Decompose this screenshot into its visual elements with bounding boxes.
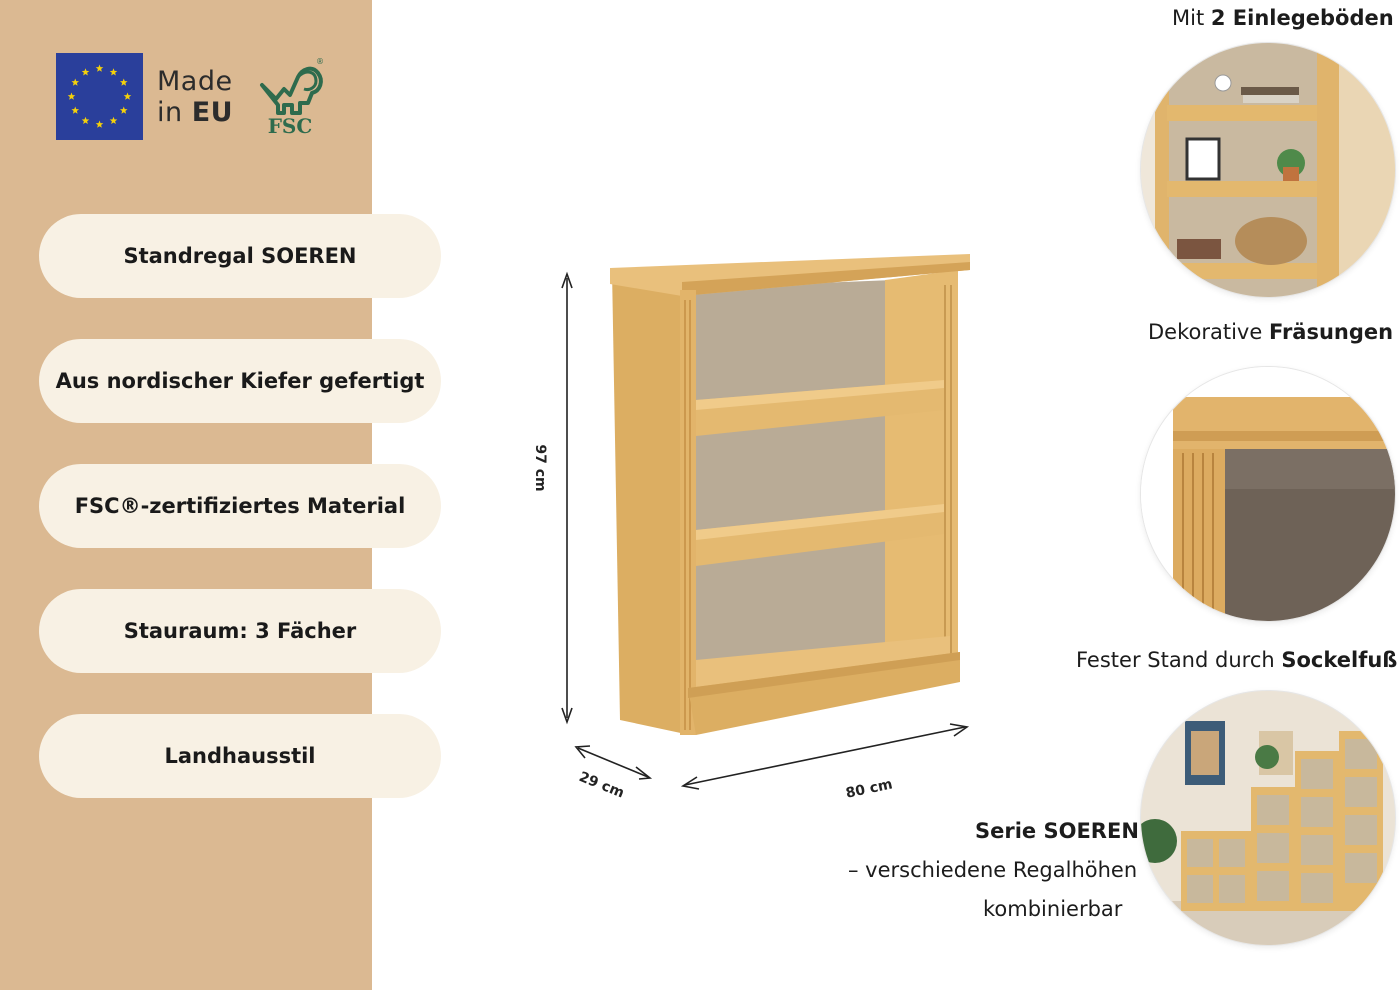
shelf-left-side [612, 270, 690, 735]
eu-flag-icon [56, 53, 143, 140]
caption-shelves: Mit 2 Einlegeböden [1172, 6, 1394, 30]
eu-star-icon [119, 106, 128, 114]
fsc-tree-icon: ® FSC [260, 57, 324, 138]
shelf-back-panel [696, 280, 892, 670]
eu-star-icon [109, 116, 118, 124]
shelf-plinth [688, 652, 960, 735]
made-text: Made [157, 66, 233, 97]
shelf-bottom-board [696, 636, 950, 688]
feature-pill-model: Standregal SOEREN [39, 214, 441, 298]
height-dimension-label: 97 cm [532, 444, 548, 491]
shelf-right-side [885, 270, 958, 692]
bookshelf-illustration: 97 cm 29 cm 80 cm [532, 254, 970, 802]
shelf-board-1 [696, 380, 944, 436]
feature-pill-storage: Stauraum: 3 Fächer [39, 589, 441, 673]
feature-pill-material: Aus nordischer Kiefer gefertigt [39, 339, 441, 423]
feature-pill-certification: FSC®-zertifiziertes Material [39, 464, 441, 548]
fsc-registered-mark: ® [316, 57, 324, 66]
made-in-eu-label: Made in EU [157, 66, 233, 128]
series-title: Serie SOEREN [975, 819, 1139, 843]
shelf-board-2 [696, 504, 944, 566]
eu-star-icon [67, 92, 76, 100]
eu-star-icon [81, 68, 90, 76]
in-eu-text: in EU [157, 97, 234, 128]
series-line-3: kombinierbar [983, 897, 1123, 921]
detail-circle-series [1140, 690, 1396, 946]
left-feature-panel: Made in EU ® FSC Standregal SOEREN Aus n… [0, 0, 441, 990]
depth-dimension-label: 29 cm [577, 769, 627, 802]
series-line-2: – verschiedene Regalhöhen [848, 858, 1138, 882]
fsc-text: FSC [268, 114, 313, 138]
eu-star-icon [81, 116, 90, 124]
width-dimension-label: 80 cm [844, 776, 894, 801]
detail-circle-shelves [1140, 42, 1396, 298]
caption-milling: Dekorative Fräsungen [1148, 320, 1394, 344]
detail-circle-milling [1140, 366, 1396, 622]
eu-star-icon [95, 120, 104, 128]
eu-star-icon [71, 106, 80, 114]
eu-star-icon [95, 64, 104, 72]
eu-star-icon [119, 78, 128, 86]
eu-star-icon [71, 78, 80, 86]
eu-star-icon [109, 68, 118, 76]
caption-base: Fester Stand durch Sockelfuß [1076, 648, 1398, 672]
feature-pill-style: Landhausstil [39, 714, 441, 798]
eu-star-icon [123, 92, 132, 100]
